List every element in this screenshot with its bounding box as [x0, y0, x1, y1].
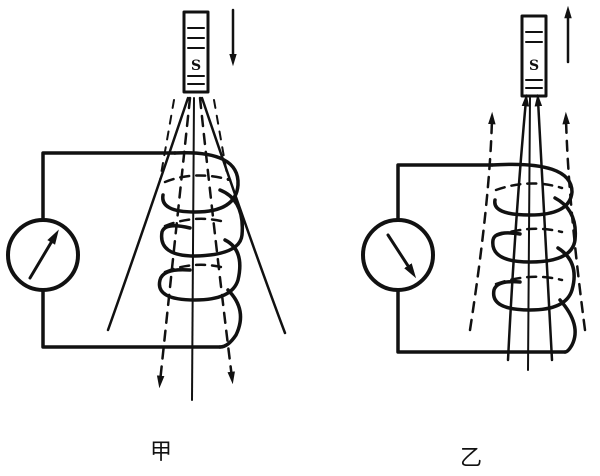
magnet-pole-label: S: [191, 58, 201, 74]
figure-yi: S: [361, 5, 587, 371]
circuit-wire: [41, 151, 222, 349]
bar-magnet: S: [520, 14, 548, 98]
galvanometer: [361, 218, 435, 292]
caption-yi: 乙: [460, 446, 483, 471]
field-lines: [106, 96, 287, 401]
bar-magnet: S: [182, 10, 210, 94]
field-lines: [468, 93, 587, 371]
circuit-wire: [396, 163, 567, 354]
caption-jia: 甲: [150, 440, 173, 465]
coil: [490, 162, 578, 354]
galvanometer: [6, 218, 80, 292]
figure-jia: S: [6, 8, 287, 401]
coil: [157, 151, 245, 349]
magnet-pole-label: S: [529, 58, 539, 74]
